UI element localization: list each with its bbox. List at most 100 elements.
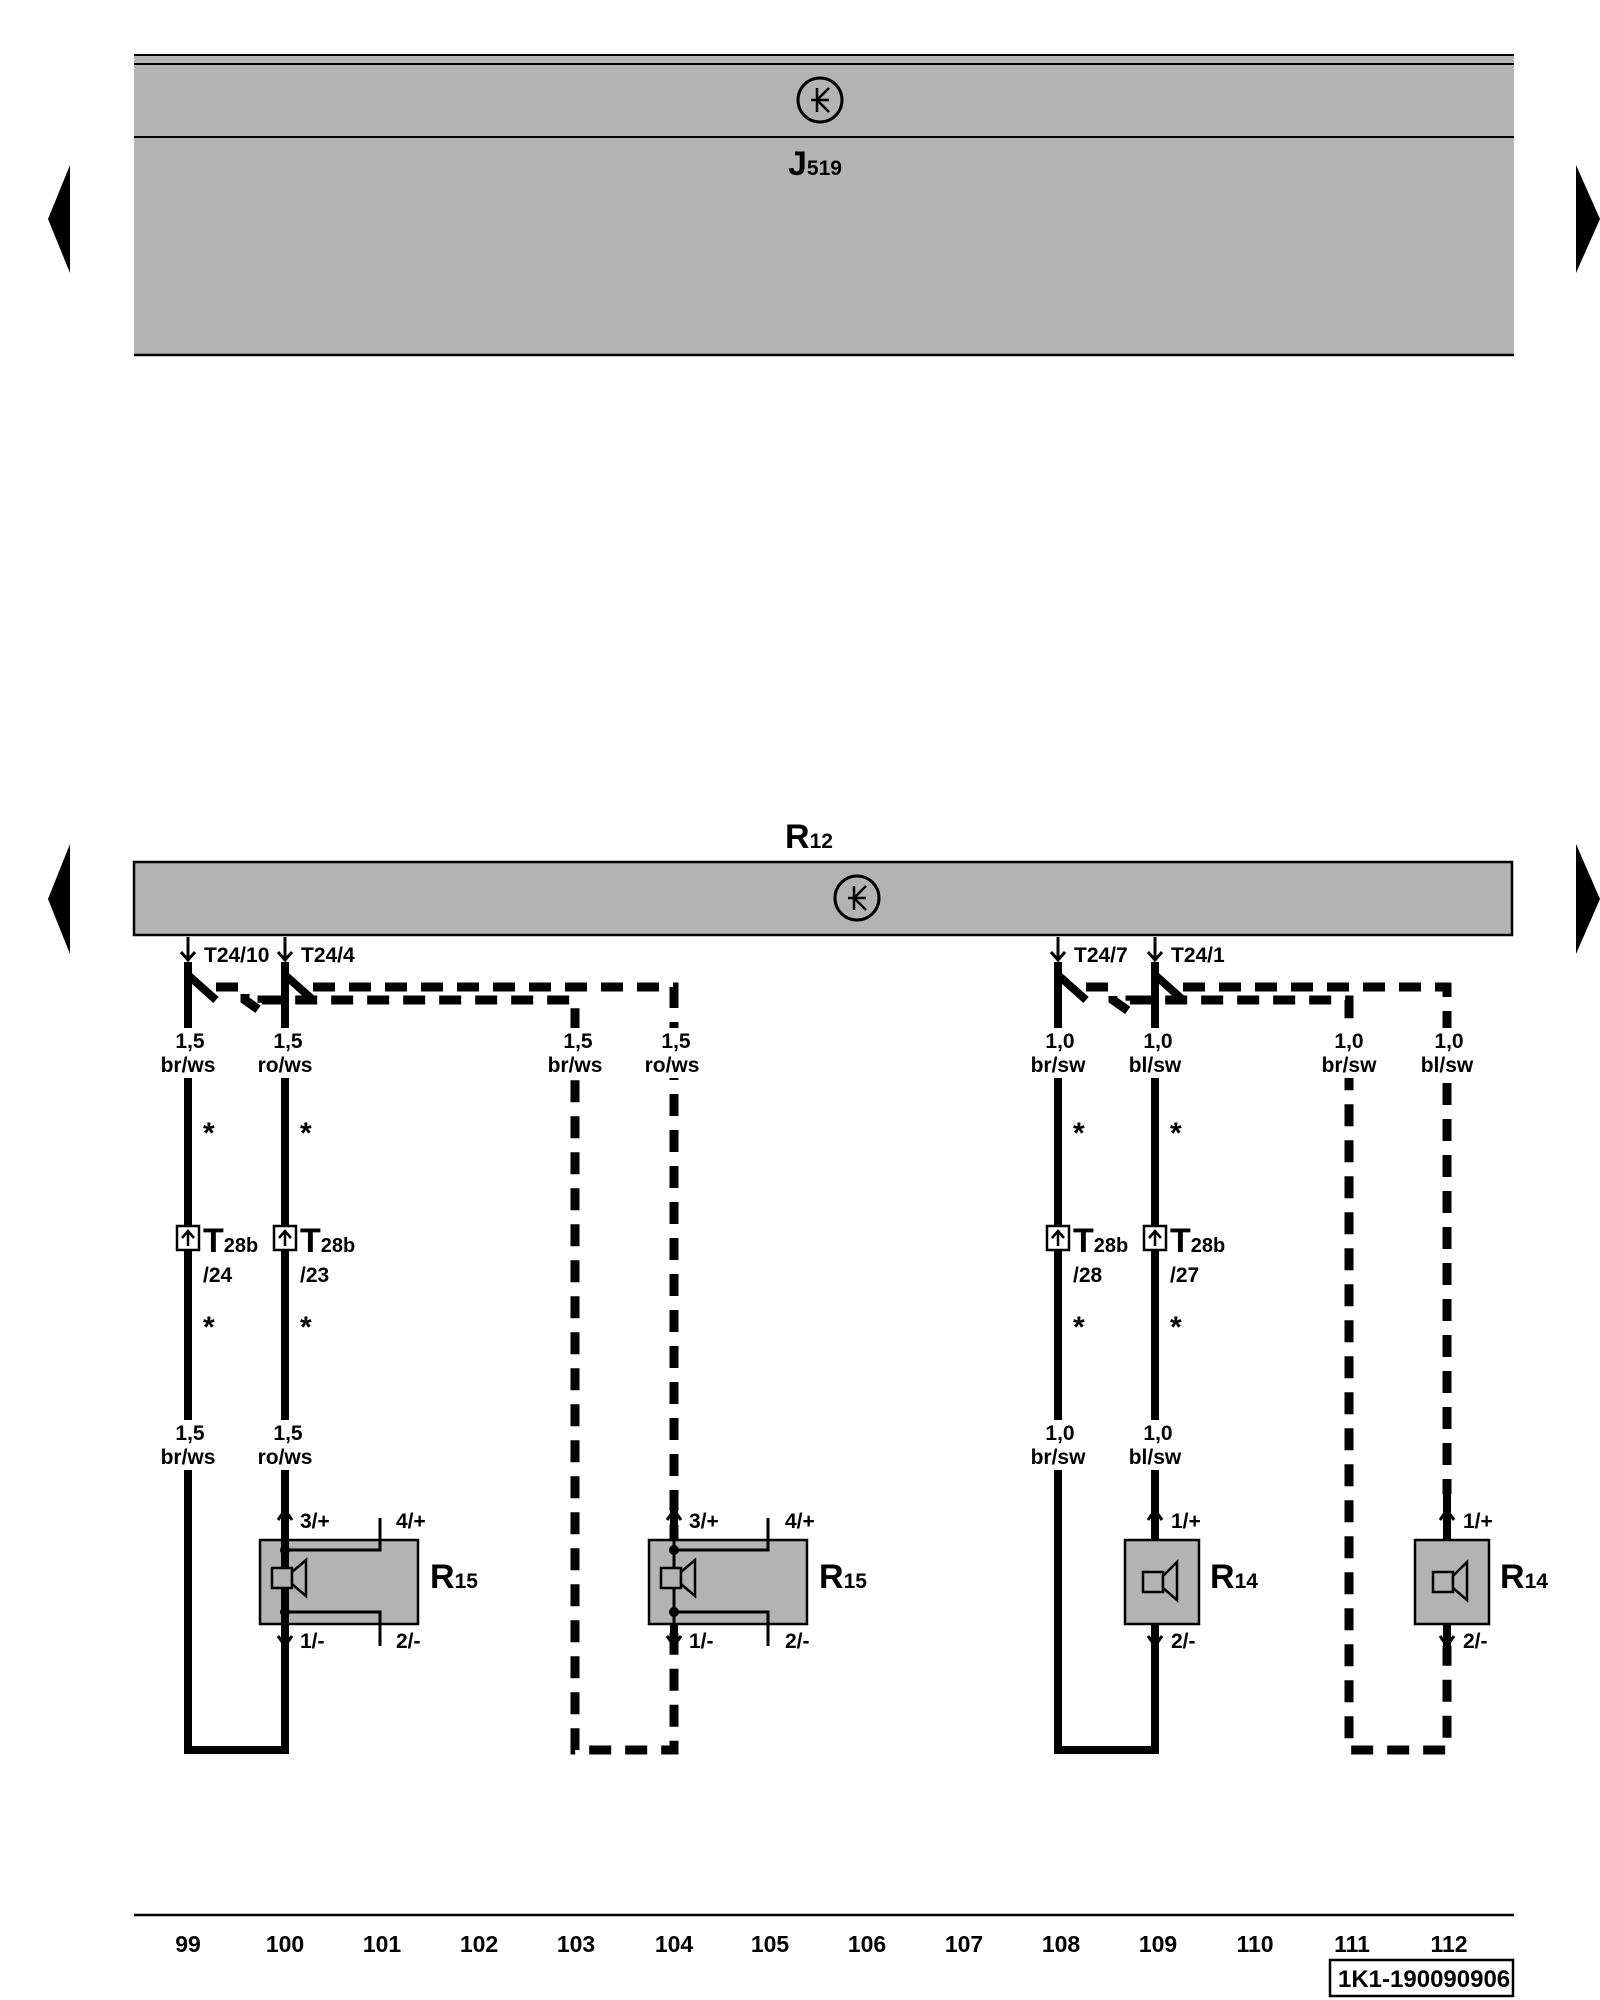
svg-text:1,5: 1,5 [563, 1030, 593, 1053]
speaker-r15-left: 3/+ 4/+ 1/- 2/- R15 [258, 1494, 478, 1653]
svg-text:1/-: 1/- [300, 1630, 325, 1653]
svg-text:109: 109 [1139, 1931, 1177, 1957]
svg-text:1,5: 1,5 [175, 1030, 205, 1053]
svg-text:1/+: 1/+ [1463, 1510, 1493, 1533]
solid-wires-right [1054, 962, 1159, 1754]
connector-t28b-24-pin: /24 [203, 1264, 233, 1287]
connector-plug-icon [272, 1224, 298, 1252]
next-page-arrow[interactable] [1576, 844, 1600, 954]
svg-text:99: 99 [175, 1931, 201, 1957]
pin-label-t24-10: T24/10 [204, 944, 269, 967]
svg-text:2/-: 2/- [1463, 1630, 1488, 1653]
svg-text:R15: R15 [819, 1558, 867, 1596]
inline-connector-icons [175, 1224, 1168, 1252]
svg-text:R14: R14 [1500, 1558, 1548, 1596]
svg-text:106: 106 [848, 1931, 886, 1957]
svg-text:102: 102 [460, 1931, 498, 1957]
svg-text:1,0: 1,0 [1434, 1030, 1463, 1053]
svg-text:110: 110 [1236, 1931, 1273, 1957]
svg-text:3/+: 3/+ [689, 1510, 719, 1533]
pin-label-t24-4: T24/4 [301, 944, 355, 967]
svg-text:*: * [1073, 1311, 1085, 1344]
wire-labels-top-overlay: 1,5 br/ws 1,5 ro/ws 1,5 br/ws 1,5 ro/ws … [161, 1030, 1474, 1077]
svg-text:100: 100 [266, 1931, 304, 1957]
r12-module: R12 [132, 818, 1514, 937]
svg-text:br/sw: br/sw [1031, 1054, 1087, 1077]
svg-text:103: 103 [557, 1931, 595, 1957]
svg-text:1,0: 1,0 [1143, 1422, 1172, 1445]
svg-text:2/-: 2/- [1171, 1630, 1196, 1653]
connector-t28b-27: T28b [1170, 1222, 1225, 1260]
electronic-module-icon [796, 76, 844, 124]
svg-text:1,0: 1,0 [1143, 1030, 1172, 1053]
r12-label: R12 [785, 818, 833, 856]
svg-text:2/-: 2/- [785, 1630, 810, 1653]
svg-text:1,5: 1,5 [661, 1030, 691, 1053]
svg-text:*: * [1073, 1117, 1085, 1150]
connector-t28b-27-pin: /27 [1170, 1264, 1199, 1287]
svg-text:bl/sw: bl/sw [1129, 1446, 1182, 1469]
svg-text:*: * [300, 1311, 312, 1344]
svg-text:104: 104 [655, 1931, 694, 1957]
svg-text:*: * [1170, 1117, 1182, 1150]
svg-text:*: * [1170, 1311, 1182, 1344]
svg-text:*: * [203, 1117, 215, 1150]
svg-text:112: 112 [1430, 1931, 1467, 1957]
speaker-r14-left: 1/+ 2/- R14 [1123, 1494, 1258, 1653]
previous-page-arrow[interactable] [48, 844, 70, 954]
wire-split-bends [184, 962, 1186, 1003]
connector-t28b-24: T28b [203, 1222, 258, 1260]
optional-markers: * * * * * * * * [203, 1117, 1182, 1344]
reference-box [1328, 1958, 1515, 1998]
svg-text:108: 108 [1042, 1931, 1081, 1957]
svg-text:R14: R14 [1210, 1558, 1258, 1596]
svg-text:bl/sw: bl/sw [1129, 1054, 1182, 1077]
svg-text:105: 105 [751, 1931, 790, 1957]
svg-text:ro/ws: ro/ws [645, 1054, 700, 1077]
speaker-r15-mid: 3/+ 4/+ 1/- 2/- R15 [647, 1494, 867, 1653]
svg-text:1,0: 1,0 [1334, 1030, 1363, 1053]
svg-text:*: * [203, 1311, 215, 1344]
wire-label-gaps [160, 1028, 1476, 1470]
connector-t28b-23: T28b [300, 1222, 355, 1260]
svg-text:2/-: 2/- [396, 1630, 421, 1653]
svg-text:4/+: 4/+ [785, 1510, 815, 1533]
solid-wires-left [184, 962, 289, 1754]
connector-t28b-23-pin: /23 [300, 1264, 329, 1287]
svg-text:bl/sw: bl/sw [1421, 1054, 1474, 1077]
svg-text:br/ws: br/ws [548, 1054, 603, 1077]
j519-module: J519 [134, 54, 1514, 357]
speaker-r14-right: 1/+ 2/- R14 [1413, 1494, 1548, 1653]
svg-text:4/+: 4/+ [396, 1510, 426, 1533]
speaker-icon [1431, 1558, 1469, 1603]
wire-labels-top: 1,5 br/ws 1,5 ro/ws 1,5 br/ws 1,5 ro/ws … [161, 1030, 1474, 1077]
speaker-icon [270, 1557, 308, 1599]
svg-text:1,5: 1,5 [273, 1422, 303, 1445]
svg-text:ro/ws: ro/ws [258, 1054, 313, 1077]
connector-plug-icon [1045, 1224, 1071, 1252]
previous-page-arrow[interactable] [48, 165, 70, 273]
svg-text:1,5: 1,5 [175, 1422, 205, 1445]
svg-text:1/-: 1/- [689, 1630, 714, 1653]
dashed-wires-right [1086, 982, 1452, 1755]
connector-plug-icon [175, 1224, 201, 1252]
svg-text:1,0: 1,0 [1045, 1422, 1074, 1445]
svg-text:3/+: 3/+ [300, 1510, 330, 1533]
pin-label-t24-1: T24/1 [1171, 944, 1225, 967]
pin-label-t24-7: T24/7 [1074, 944, 1128, 967]
connector-plug-icon [1142, 1224, 1168, 1252]
svg-text:br/sw: br/sw [1031, 1446, 1087, 1469]
next-page-arrow[interactable] [1576, 165, 1600, 273]
connector-t28b-28-pin: /28 [1073, 1264, 1103, 1287]
svg-text:1,5: 1,5 [273, 1030, 303, 1053]
svg-text:107: 107 [945, 1931, 983, 1957]
svg-text:R15: R15 [430, 1558, 478, 1596]
svg-text:1/+: 1/+ [1171, 1510, 1201, 1533]
j519-label: J519 [788, 145, 842, 183]
wire-labels-bottom: 1,5 br/ws 1,5 ro/ws 1,0 br/sw 1,0 bl/sw [161, 1422, 1182, 1469]
speaker-icon [659, 1557, 697, 1599]
connector-t28b-28: T28b [1073, 1222, 1128, 1260]
dashed-wires-left [216, 982, 679, 1755]
reference-number: 1K1-190090906 [1338, 1966, 1510, 1993]
